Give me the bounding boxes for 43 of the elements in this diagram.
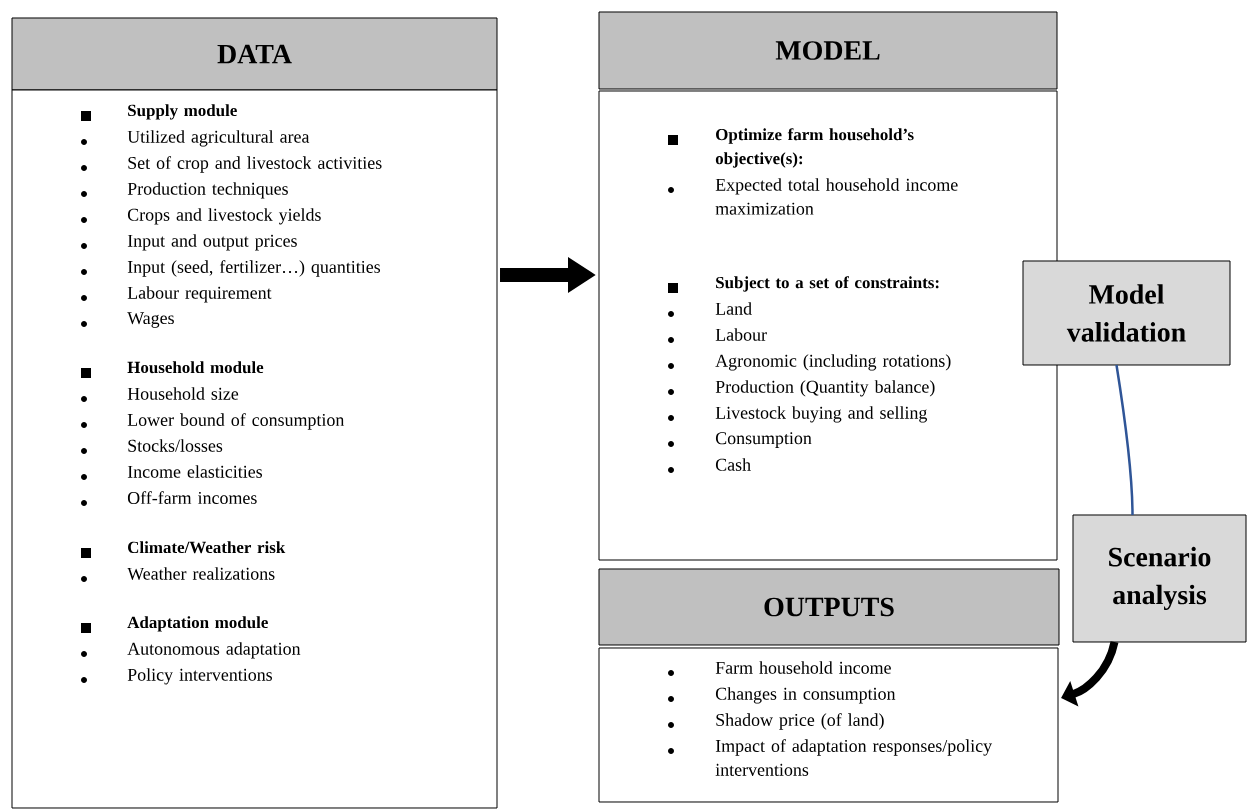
bullet-item: Labour requirement (127, 286, 272, 303)
bullet-item: Set of crop and livestock activities (128, 156, 382, 173)
bullet-item: Labour (715, 328, 767, 341)
bullet-item: Utilized agricultural area (127, 130, 310, 147)
header-box: MODEL (598, 11, 1058, 90)
step-box: Model validation (1022, 260, 1231, 366)
bullet-item: Income elasticities (127, 465, 262, 478)
bullet-item: Input and output prices (127, 234, 297, 251)
content-box (11, 89, 498, 809)
bullet-item: Shadow price (of land) (716, 713, 884, 730)
bullet-heading: Adaptation module (127, 616, 268, 632)
bullet-item: Impact of adaptation responses/policy interventions (715, 739, 993, 776)
bullet-item: Policy interventions (127, 668, 272, 685)
bullet-heading: Climate/Weather risk (128, 541, 286, 554)
bullet-item: Agronomic (including rotations) (715, 354, 951, 371)
bullet-item: Lower bound of consumption (127, 413, 345, 430)
bullet-item: Stocks/losses (128, 439, 223, 452)
step-box: Scenario analysis (1072, 514, 1247, 643)
header-box: OUTPUTS (598, 568, 1060, 646)
bullet-item: Crops and livestock yields (127, 208, 321, 225)
bullet-item: Production (Quantity balance) (715, 380, 935, 397)
bullet-item: Household size (127, 387, 239, 400)
bullet-item: Off-farm incomes (127, 491, 257, 504)
bullet-item: Autonomous adaptation (127, 642, 301, 659)
header-box: DATA (11, 17, 498, 91)
bullet-heading: Household module (127, 361, 264, 374)
bullet-item: Consumption (715, 432, 812, 448)
bullet-heading: Supply module (128, 104, 237, 120)
bullet-item: Expected total household income maximization (715, 178, 958, 215)
bullet-item: Input (seed, fertilizer…) quantities (127, 260, 381, 277)
arrow (1061, 641, 1119, 707)
bullet-item: Cash (715, 458, 751, 471)
bullet-heading: Subject to a set of constraints: (716, 276, 939, 292)
bullet-item: Weather realizations (127, 567, 275, 580)
bullet-item: Livestock buying and selling (715, 406, 928, 423)
bullet-heading: Optimize farm household’s objective(s): (715, 128, 914, 168)
bullet-item: Wages (127, 312, 174, 328)
content-box (598, 647, 1059, 803)
content-box (598, 90, 1058, 561)
bullet-item: Changes in consumption (715, 687, 896, 704)
bullet-item: Land (715, 302, 752, 315)
bullet-item: Production techniques (127, 182, 288, 199)
bullet-item: Farm household income (715, 661, 891, 674)
